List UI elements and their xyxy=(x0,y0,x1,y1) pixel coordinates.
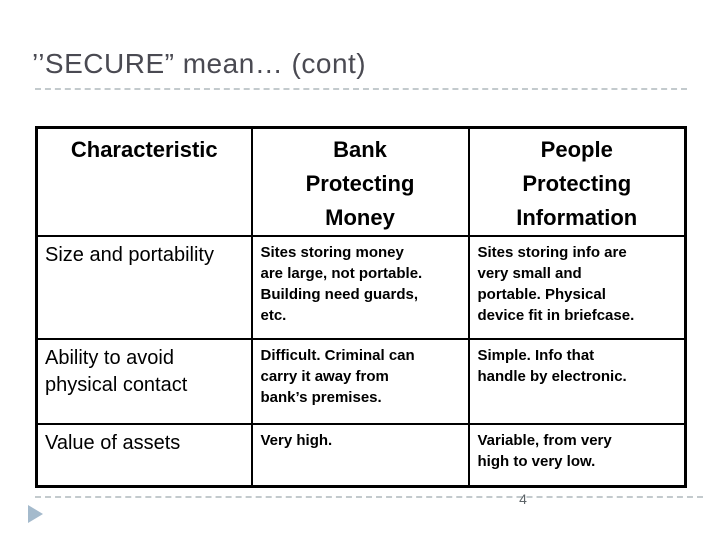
play-triangle-icon xyxy=(28,505,43,523)
slide-title: ’’SECURE” mean… (cont) xyxy=(32,48,367,79)
header-cell-bank-protecting-money: Bank Protecting Money xyxy=(250,126,470,237)
table-header-row: Characteristic Bank Protecting Money Peo… xyxy=(35,126,687,237)
table-row: Ability to avoid physical contact Diffic… xyxy=(35,338,687,425)
row-label-value-of-assets: Value of assets xyxy=(35,423,253,487)
footer-divider-dashed-line xyxy=(35,496,703,498)
table-row: Value of assets Very high. Variable, fro… xyxy=(35,423,687,487)
bank-cell-contact: Difficult. Criminal can carry it away fr… xyxy=(250,338,470,425)
page-number: 4 xyxy=(519,491,527,507)
bank-cell-value: Very high. xyxy=(250,423,470,487)
people-cell-contact: Simple. Info that handle by electronic. xyxy=(467,338,687,425)
row-label-size-and-portability: Size and portability xyxy=(35,235,253,340)
title-divider-dashed-line xyxy=(35,88,687,90)
comparison-table: Characteristic Bank Protecting Money Peo… xyxy=(35,126,687,488)
header-cell-characteristic: Characteristic xyxy=(35,126,253,237)
people-cell-value: Variable, from very high to very low. xyxy=(467,423,687,487)
table-row: Size and portability Sites storing money… xyxy=(35,235,687,340)
bank-cell-size: Sites storing money are large, not porta… xyxy=(250,235,470,340)
header-cell-people-protecting-information: People Protecting Information xyxy=(467,126,687,237)
row-label-ability-to-avoid-contact: Ability to avoid physical contact xyxy=(35,338,253,425)
people-cell-size: Sites storing info are very small and po… xyxy=(467,235,687,340)
